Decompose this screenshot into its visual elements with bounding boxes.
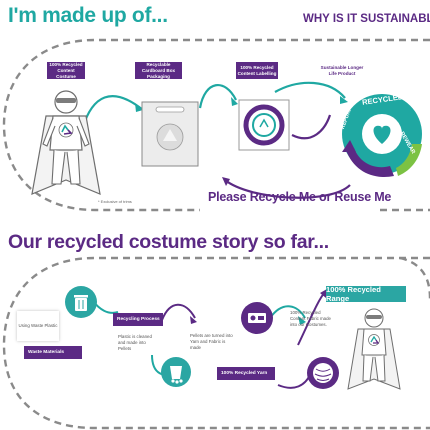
why-sustainable-heading: WHY IS IT SUSTAINABLE (303, 13, 430, 25)
superhero-illustration (31, 90, 101, 195)
connector-arrow-3 (291, 114, 332, 140)
superhero-illustration-small (347, 308, 401, 390)
made-up-of-title: I'm made up of... (8, 4, 168, 27)
connector-arrow-7 (161, 303, 196, 321)
waste-plastic-card: Using Waste Plastic (17, 311, 59, 341)
label-longer-life: Sustainable Longer Life Product (320, 64, 364, 76)
yarn-ball-icon (307, 357, 339, 389)
recycling-process-label: Recycling Process (113, 313, 163, 326)
label-recycled-costume: 100% Recycled Content Costume (47, 62, 85, 79)
recycled-badge-icon (342, 94, 422, 177)
cleaned-into-pellets-text: Plastic is cleaned and made into Pellets (118, 334, 152, 351)
connector-arrow-5 (224, 179, 351, 199)
recycled-label-icon (238, 99, 290, 151)
connector-arrow-2 (198, 83, 237, 109)
label-recycled-labelling: 100% Recycled Content Labelling (236, 62, 278, 79)
bottom-dashed-outline (2, 256, 430, 430)
recycled-range-label: 100% Recycled Range (326, 285, 406, 303)
cardboard-box-icon (141, 101, 199, 167)
recycled-yarn-label: 100% Recycled Yarn (217, 367, 275, 380)
exclusion-note: * Exclusive of trims (98, 199, 132, 204)
waste-materials-label: Waste Materials (24, 346, 82, 359)
story-title: Our recycled costume story so far... (8, 231, 329, 253)
top-dashed-outline (2, 38, 430, 212)
connector-arrow-4 (274, 81, 346, 99)
recycle-reuse-text: Please Recycle Me or Reuse Me (208, 190, 392, 204)
label-cardboard-packaging: Recyclable Cardboard Box Packaging (135, 62, 182, 79)
fabric-machine-icon (241, 302, 273, 334)
connector-arrow-9 (269, 305, 306, 319)
recycling-bin-icon (65, 286, 97, 318)
connector-arrow-10 (277, 374, 311, 389)
recycled-fabric-text: 100% Recycled Content Fabric made into o… (290, 310, 331, 327)
pellets-icon (161, 357, 191, 387)
pellets-to-yarn-text: Pellets are turned into Yarn and Fabric … (190, 333, 233, 350)
